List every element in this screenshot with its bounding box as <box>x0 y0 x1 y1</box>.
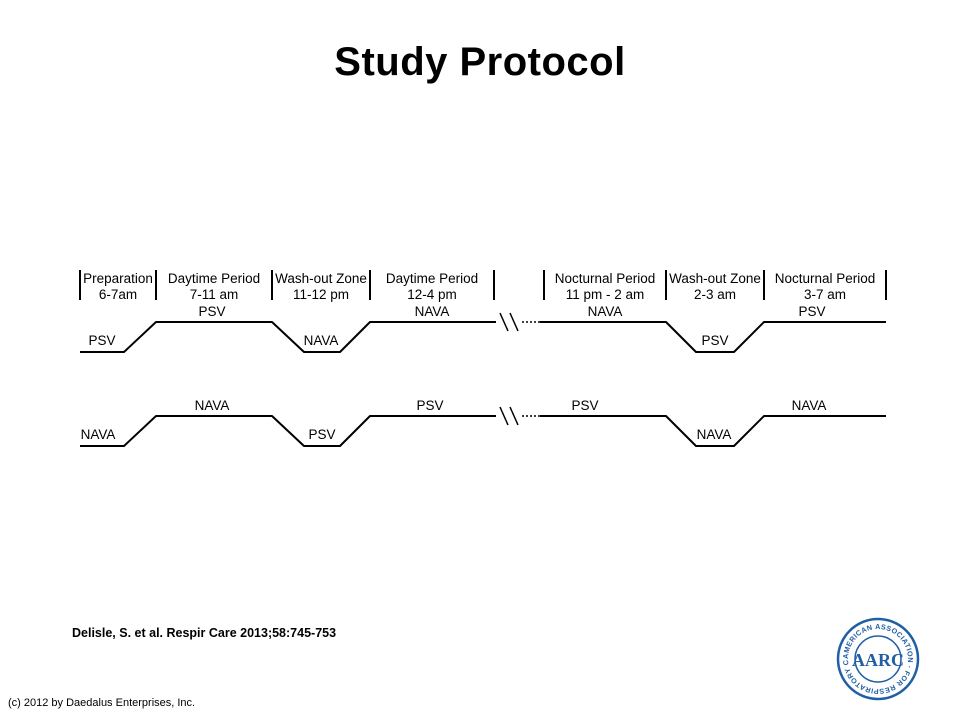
mode-label: PSV <box>416 398 444 413</box>
aarc-seal-logo: AMERICAN ASSOCIATION · FOR RESPIRATORY C… <box>836 617 920 701</box>
period-name: Preparation <box>83 271 153 286</box>
period-time: 7-11 am <box>189 287 239 302</box>
period-header-washout-1: Wash-out Zone 11-12 pm <box>272 271 370 303</box>
mode-label: NAVA <box>791 398 827 413</box>
period-time: 3-7 am <box>803 287 847 302</box>
mode-label: PSV <box>571 398 599 413</box>
seal-inner-ring <box>854 635 902 683</box>
period-header-washout-2: Wash-out Zone 2-3 am <box>666 271 764 303</box>
period-time: 11 pm - 2 am <box>565 287 645 302</box>
seal-monogram: AARC <box>852 650 904 670</box>
period-name: Nocturnal Period <box>554 271 656 286</box>
mode-label: PSV <box>798 304 826 319</box>
mode-label: NAVA <box>80 427 116 442</box>
copyright-notice: (c) 2012 by Daedalus Enterprises, Inc. <box>8 697 196 709</box>
sequence-b-line-left <box>80 415 496 447</box>
break-mark <box>509 312 519 332</box>
period-header-nocturnal-2: Nocturnal Period 3-7 am <box>764 271 886 303</box>
period-header-daytime-2: Daytime Period 12-4 pm <box>370 271 494 303</box>
period-header-preparation: Preparation 6-7am <box>80 271 156 303</box>
break-mark <box>499 312 509 332</box>
period-name: Daytime Period <box>385 271 479 286</box>
mode-label: NAVA <box>587 304 623 319</box>
mode-label: NAVA <box>414 304 450 319</box>
period-time: 12-4 pm <box>407 287 457 302</box>
break-mark <box>499 406 509 426</box>
mode-label: PSV <box>701 333 729 348</box>
period-name: Nocturnal Period <box>774 271 876 286</box>
period-name: Wash-out Zone <box>275 271 367 286</box>
mode-label: PSV <box>88 333 116 348</box>
citation: Delisle, S. et al. Respir Care 2013;58:7… <box>72 626 337 640</box>
mode-label: NAVA <box>303 333 339 348</box>
period-header-daytime-1: Daytime Period 7-11 am <box>156 271 272 303</box>
break-mark <box>509 406 519 426</box>
mode-label: PSV <box>308 427 336 442</box>
sequence-a-line-left <box>80 321 496 353</box>
sequence-a-line-right <box>540 321 886 353</box>
period-name: Wash-out Zone <box>669 271 761 286</box>
slide-title: Study Protocol <box>334 40 626 84</box>
sequence-b-line-right <box>540 415 886 447</box>
mode-label: PSV <box>198 304 226 319</box>
period-time: 2-3 am <box>693 287 737 302</box>
mode-label: NAVA <box>194 398 230 413</box>
period-time: 6-7am <box>98 287 138 302</box>
mode-label: NAVA <box>696 427 732 442</box>
period-header-nocturnal-1: Nocturnal Period 11 pm - 2 am <box>544 271 666 303</box>
period-name: Daytime Period <box>167 271 261 286</box>
period-time: 11-12 pm <box>292 287 350 302</box>
